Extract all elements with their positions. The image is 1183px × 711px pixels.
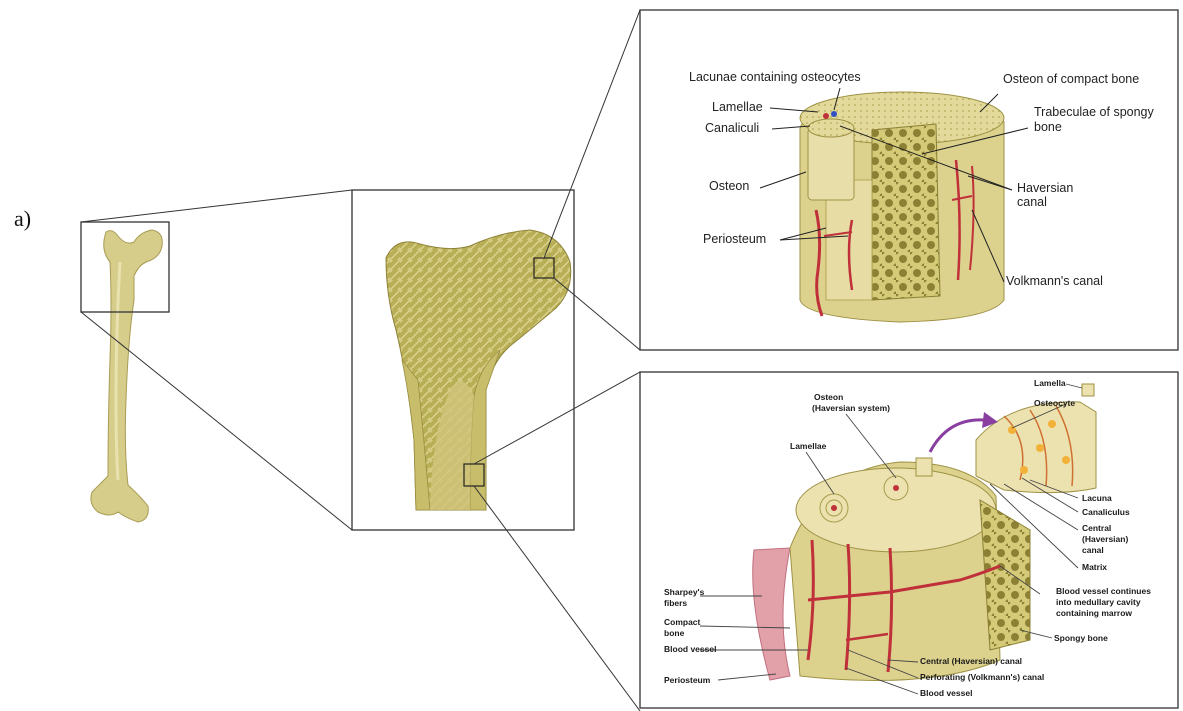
compact-bone-block-upper [800,92,1004,322]
label-haversian-line2: canal [1017,196,1047,209]
label-lacunae: Lacunae containing osteocytes [689,71,861,84]
label-haversian-line1: Haversian [1017,182,1073,195]
label-perforating-canal: Perforating (Volkmann's) canal [920,673,1044,682]
label-periosteum: Periosteum [703,233,766,246]
label-lamellae-lower: Lamellae [790,442,826,451]
label-periosteum-lower: Periosteum [664,676,710,685]
label-blood-continues-line3: containing marrow [1056,609,1132,618]
label-lacuna: Lacuna [1082,494,1112,503]
label-blood-continues-line2: into medullary cavity [1056,598,1141,607]
label-osteon-compact: Osteon of compact bone [1003,73,1139,86]
connector-line [81,190,352,222]
label-trabeculae-line1: Trabeculae of spongy [1034,106,1154,119]
label-central-canal: Central (Haversian) canal [920,657,1022,666]
label-central-line2: (Haversian) [1082,535,1128,544]
label-canaliculi: Canaliculi [705,122,759,135]
label-trabeculae-line2: bone [1034,121,1062,134]
label-blood-vessel-left: Blood vessel [664,645,716,654]
label-sharpey-line2: fibers [664,599,687,608]
label-osteon-line2: (Haversian system) [812,404,890,413]
label-compact-line1: Compact [664,618,700,627]
label-central-line3: canal [1082,546,1104,555]
label-canaliculus: Canaliculus [1082,508,1130,517]
label-lamella: Lamella [1034,379,1066,388]
label-osteon-line1: Osteon [814,393,843,402]
label-compact-line2: bone [664,629,684,638]
label-osteocyte: Osteocyte [1034,399,1075,408]
label-lamellae: Lamellae [712,101,763,114]
label-matrix: Matrix [1082,563,1107,572]
label-osteon: Osteon [709,180,749,193]
figure-label: a) [14,206,31,232]
label-volkmann: Volkmann's canal [1006,275,1103,288]
femur-bone [91,230,162,522]
connector-line [544,10,640,258]
label-central-line1: Central [1082,524,1111,533]
label-blood-vessel-bottom: Blood vessel [920,689,972,698]
label-blood-continues-line1: Blood vessel continues [1056,587,1151,596]
label-sharpey-line1: Sharpey's [664,588,704,597]
label-spongy-bone: Spongy bone [1054,634,1108,643]
